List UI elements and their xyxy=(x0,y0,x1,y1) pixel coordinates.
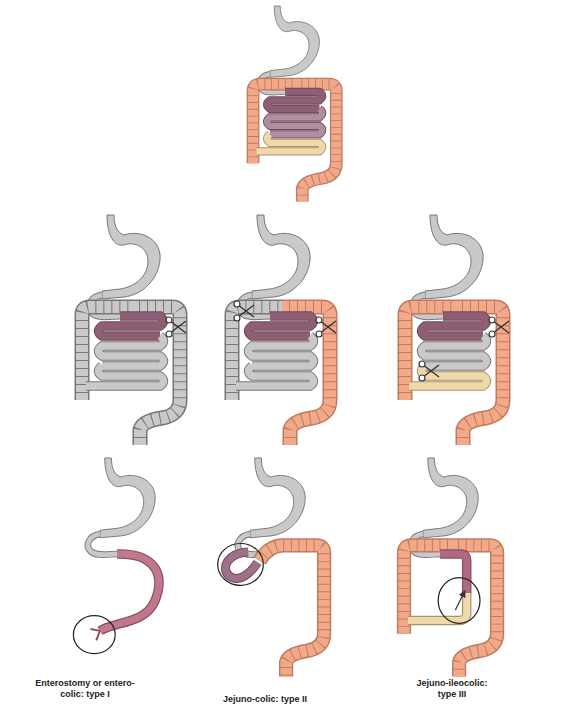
jejunum xyxy=(267,92,322,109)
jejunum xyxy=(440,554,467,593)
ileum xyxy=(86,366,164,386)
stomach xyxy=(250,458,305,538)
jejunum xyxy=(99,316,164,336)
stomach xyxy=(252,215,310,299)
ileum xyxy=(256,134,322,151)
resection-type-3 xyxy=(405,215,509,445)
scissors xyxy=(166,317,186,337)
highlight-circle xyxy=(73,616,115,654)
highlight-circle xyxy=(438,578,480,624)
scissors xyxy=(316,317,336,337)
jejunum-outline xyxy=(440,554,467,593)
midgut-outline xyxy=(99,336,164,366)
jejunum-outline xyxy=(225,552,257,578)
jejunum xyxy=(225,552,257,578)
ileum xyxy=(236,366,314,386)
jejunum-outline xyxy=(422,316,487,336)
midgut xyxy=(267,109,322,135)
jejunum xyxy=(100,554,159,631)
colon-outline xyxy=(452,545,498,676)
scissors xyxy=(234,301,254,321)
stomach xyxy=(425,215,483,299)
jejunum-outline xyxy=(100,554,159,631)
result-type-2 xyxy=(218,458,324,677)
jejunum-outline xyxy=(249,316,314,336)
duodenum-outline xyxy=(88,534,117,555)
jejunum-outline xyxy=(267,92,322,109)
midgut-outline xyxy=(249,336,314,366)
resection-type-1 xyxy=(82,215,186,445)
caption-label: Jejuno-ileocolic: type III xyxy=(410,678,494,700)
normal-anatomy xyxy=(253,6,336,202)
stomach xyxy=(423,458,478,538)
resection-type-2 xyxy=(232,215,336,445)
ileum xyxy=(408,593,467,621)
midgut-outline xyxy=(267,109,322,135)
jejunum xyxy=(249,316,314,336)
midgut-outline xyxy=(422,336,487,366)
stomach xyxy=(270,6,319,77)
midgut xyxy=(99,336,164,366)
ileum-outline xyxy=(408,593,467,621)
scissors xyxy=(489,317,509,337)
anastomosis-arrow xyxy=(455,591,465,610)
result-type-1 xyxy=(73,458,159,654)
caption-label: Jejuno-colic: type II xyxy=(195,694,335,705)
colon xyxy=(260,545,325,676)
stomach xyxy=(100,458,155,538)
stoma xyxy=(91,629,101,640)
highlight-circle xyxy=(218,544,264,586)
colon xyxy=(452,545,498,676)
midgut xyxy=(422,336,487,366)
jejunum xyxy=(422,316,487,336)
midgut xyxy=(249,336,314,366)
colon-outline xyxy=(260,545,325,676)
caption-label: Enterostomy or entero-colic: type I xyxy=(35,678,135,700)
jejunum-outline xyxy=(99,316,164,336)
duodenum xyxy=(88,534,117,555)
scissors xyxy=(419,361,439,381)
stomach xyxy=(102,215,160,299)
result-type-3 xyxy=(404,458,497,677)
